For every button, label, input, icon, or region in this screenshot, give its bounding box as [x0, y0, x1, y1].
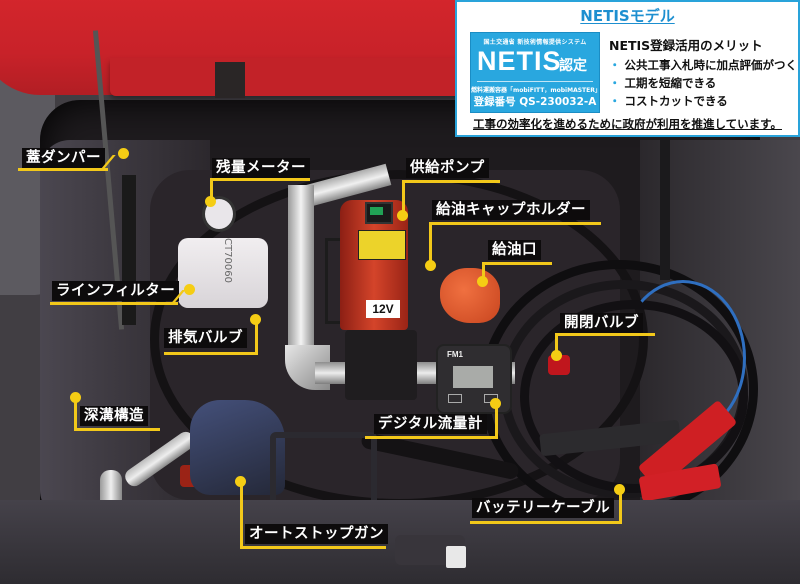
- callout-dot: [235, 476, 246, 487]
- badge-main: NETIS: [477, 46, 562, 76]
- netis-footer: 工事の効率化を進めるために政府が利用を推進しています。: [472, 117, 782, 131]
- callout-dot: [184, 284, 195, 295]
- badge-registration: 登録番号 QS-230032-A: [473, 96, 597, 108]
- meter-lcd: [453, 366, 493, 388]
- callout-line: [50, 302, 178, 305]
- callout-dot: [614, 484, 625, 495]
- badge-agency: 国土交通省 新技術情報提供システム: [483, 39, 587, 46]
- fill-port-cap: [440, 268, 500, 323]
- battery-cable-coil: [520, 300, 748, 493]
- front-clip: [446, 546, 466, 568]
- pump-voltage-label: 12V: [366, 300, 400, 318]
- callout-dot: [551, 350, 562, 361]
- netis-title: NETISモデル: [580, 7, 675, 25]
- callout-label: 給油キャップホルダー: [432, 200, 590, 220]
- callout-dot: [490, 398, 501, 409]
- badge-product: 燃料運搬容器「mobiFITT，mobiMASTER」: [471, 87, 601, 94]
- callout-line: [482, 262, 552, 265]
- merit-item: ・公共工事入札時に加点評価がつく: [609, 56, 797, 74]
- callout-dot: [70, 392, 81, 403]
- pump-base: [345, 330, 417, 400]
- merit-item: ・工期を短縮できる: [609, 74, 797, 92]
- bullet-icon: ・: [609, 58, 621, 72]
- pump-caution-sticker: [358, 230, 406, 260]
- callout-dot: [205, 196, 216, 207]
- callout-line: [164, 352, 258, 355]
- callout-label: 開閉バルブ: [560, 313, 643, 333]
- merit-list: ・公共工事入札時に加点評価がつく ・工期を短縮できる ・コストカットできる: [609, 56, 797, 110]
- callout-line: [210, 178, 310, 181]
- callout-line: [210, 178, 213, 200]
- callout-dot: [118, 148, 129, 159]
- netis-info-panel: NETISモデル 国土交通省 新技術情報提供システム NETIS 認定 燃料運搬…: [455, 0, 800, 137]
- callout-label: 蓋ダンパー: [22, 148, 105, 168]
- merit-text: コストカットできる: [624, 94, 728, 108]
- callout-line: [402, 180, 500, 183]
- callout-line: [470, 521, 622, 524]
- merit-item: ・コストカットできる: [609, 92, 797, 110]
- callout-line: [18, 168, 108, 171]
- callout-label: バッテリーケーブル: [472, 498, 615, 518]
- pump-switch-lamp: [370, 207, 383, 215]
- callout-line: [619, 490, 622, 524]
- callout-dot: [397, 210, 408, 221]
- blue-wire: [620, 280, 746, 436]
- callout-line: [365, 436, 498, 439]
- callout-line: [555, 333, 655, 336]
- callout-line: [402, 180, 405, 212]
- callout-line: [74, 400, 77, 431]
- callout-line: [555, 333, 558, 353]
- red-lid-lip: [110, 58, 490, 96]
- filter-print: CT70060: [221, 238, 233, 283]
- callout-line: [240, 484, 243, 549]
- badge-divider: [477, 81, 593, 82]
- bullet-icon: ・: [609, 94, 621, 108]
- merit-heading: NETIS登録活用のメリット: [609, 38, 763, 53]
- meter-button-left: [448, 394, 462, 403]
- meter-logo: FM1: [447, 350, 463, 359]
- callout-dot: [250, 314, 261, 325]
- callout-label: オートストップガン: [245, 524, 388, 544]
- callout-label: 深溝構造: [80, 406, 148, 426]
- callout-label: 残量メーター: [212, 158, 310, 178]
- callout-label: 排気バルブ: [164, 328, 247, 348]
- pipe-vertical: [288, 185, 314, 345]
- callout-label: ラインフィルター: [52, 281, 180, 301]
- netis-badge: 国土交通省 新技術情報提供システム NETIS 認定 燃料運搬容器「mobiFI…: [470, 32, 601, 113]
- bullet-icon: ・: [609, 76, 621, 90]
- callout-line: [74, 428, 160, 431]
- callout-label: デジタル流量計: [374, 414, 487, 434]
- callout-line: [495, 405, 498, 439]
- badge-cert: 認定: [559, 58, 587, 74]
- callout-line: [429, 222, 601, 225]
- callout-line: [255, 322, 258, 355]
- lid-latch: [215, 62, 245, 98]
- merit-text: 公共工事入札時に加点評価がつく: [624, 58, 798, 72]
- callout-label: 給油口: [488, 240, 541, 260]
- lid-damper-right: [660, 140, 670, 280]
- callout-line: [482, 262, 485, 277]
- callout-line: [429, 222, 432, 262]
- callout-dot: [477, 276, 488, 287]
- callout-dot: [425, 260, 436, 271]
- merit-text: 工期を短縮できる: [624, 76, 717, 90]
- callout-line: [240, 546, 386, 549]
- callout-label: 供給ポンプ: [406, 158, 489, 178]
- line-filter: [178, 238, 268, 308]
